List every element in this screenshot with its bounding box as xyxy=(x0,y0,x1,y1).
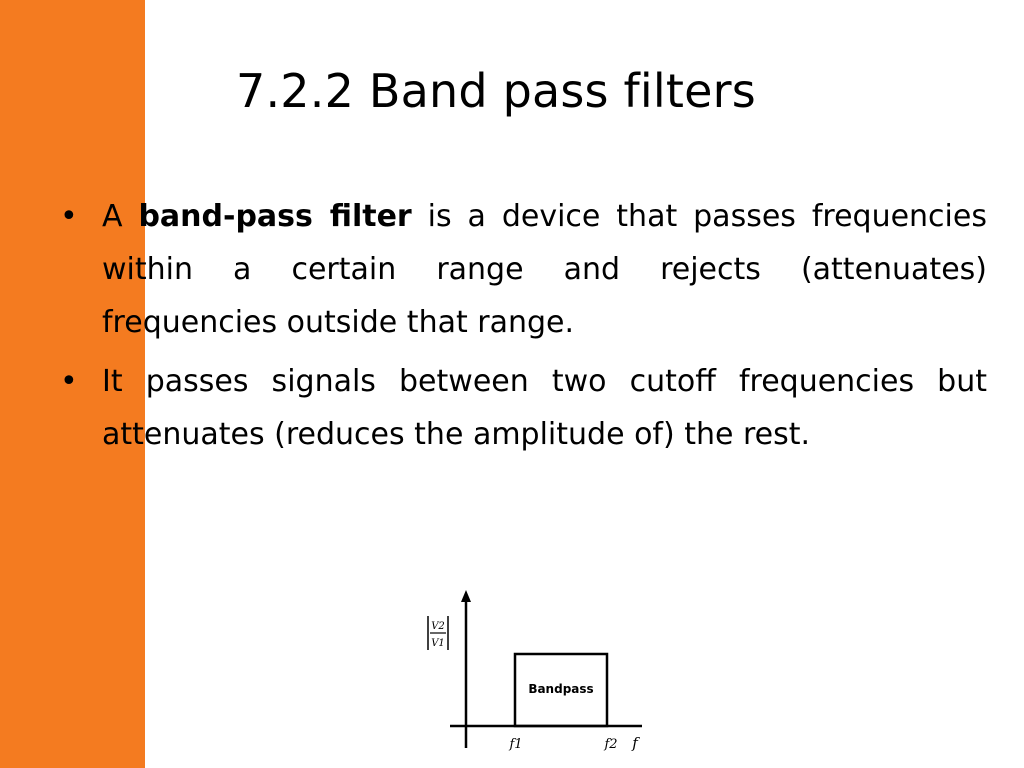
y-axis-arrow-icon xyxy=(461,590,471,602)
bullet-prefix: A xyxy=(102,199,123,234)
bullet-dot-icon: • xyxy=(60,364,78,399)
bullet-text: It passes signals between two cutoff fre… xyxy=(102,364,987,452)
bullet-item: • A band-pass filter is a device that pa… xyxy=(60,190,987,349)
bullet-item: • It passes signals between two cutoff f… xyxy=(60,355,987,461)
bullet-text: is a device that passes frequencies with… xyxy=(102,199,987,340)
y-label-numerator: V2 xyxy=(431,621,445,632)
accent-bar xyxy=(0,0,145,768)
x-axis-label: f xyxy=(631,734,640,752)
bandpass-figure: V2 V1 Bandpass f1 f2 f xyxy=(420,588,650,760)
passband-rect xyxy=(513,652,609,728)
bullet-term: band-pass filter xyxy=(138,199,412,234)
bandpass-diagram: V2 V1 Bandpass f1 f2 f xyxy=(427,590,642,752)
slide-title: 7.2.2 Band pass filters xyxy=(236,64,756,118)
cutoff-high-label: f2 xyxy=(603,737,617,752)
y-label-denominator: V1 xyxy=(431,638,445,649)
passband-label: Bandpass xyxy=(528,682,593,696)
cutoff-low-label: f1 xyxy=(508,737,522,752)
bullet-dot-icon: • xyxy=(60,199,78,234)
bullet-list: • A band-pass filter is a device that pa… xyxy=(60,190,987,467)
